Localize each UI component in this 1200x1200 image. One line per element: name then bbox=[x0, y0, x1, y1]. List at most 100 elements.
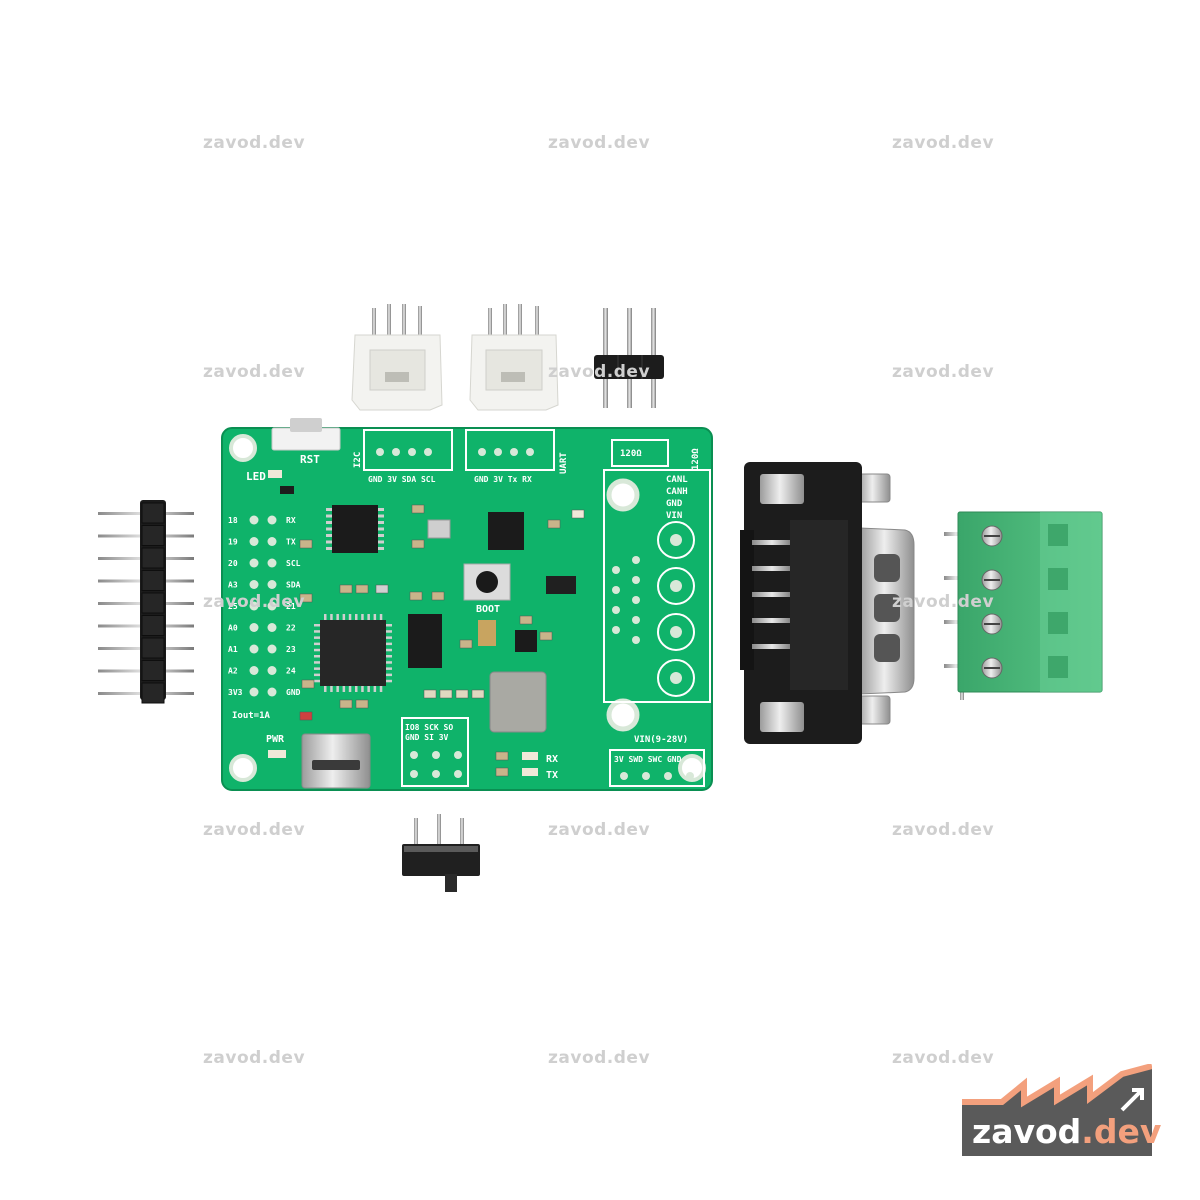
pad bbox=[267, 601, 277, 611]
pad bbox=[267, 666, 277, 675]
passive-component bbox=[339, 699, 353, 709]
ic-pin bbox=[361, 686, 364, 692]
pin-label: 20 bbox=[228, 559, 238, 568]
pad bbox=[249, 666, 259, 675]
header-segment bbox=[141, 525, 165, 546]
uart-label: UART bbox=[559, 452, 569, 474]
pin-label: A3 bbox=[228, 581, 238, 590]
pin-label: A2 bbox=[228, 667, 238, 676]
pin-label: RX bbox=[286, 516, 296, 525]
ic-pin bbox=[314, 642, 320, 646]
passive-component bbox=[431, 591, 445, 601]
passive-component bbox=[539, 631, 553, 641]
ic-pin bbox=[373, 686, 377, 692]
watermark: zavod.dev bbox=[203, 362, 306, 382]
terminal-pin bbox=[944, 576, 968, 580]
db9-pin bbox=[752, 644, 792, 649]
logo-suffix: .dev bbox=[1081, 1112, 1162, 1151]
pin-label: A1 bbox=[228, 645, 238, 654]
ic-pin bbox=[378, 540, 384, 544]
zavod-logo bbox=[962, 1064, 1152, 1156]
spi-bottom-label: GND SI 3V bbox=[405, 733, 449, 742]
pin-label: 23 bbox=[286, 645, 296, 654]
terminal-socket bbox=[1048, 568, 1068, 590]
terminal-socket bbox=[1048, 656, 1068, 678]
pad bbox=[267, 580, 277, 589]
watermark: zavod.dev bbox=[203, 820, 306, 840]
pad bbox=[249, 537, 259, 546]
passive-component bbox=[355, 584, 369, 594]
ic-pin bbox=[348, 686, 352, 692]
passive-component bbox=[459, 639, 473, 649]
ic-pin bbox=[367, 614, 370, 620]
pin-label: TX bbox=[286, 538, 296, 547]
pin-label: 25 bbox=[228, 602, 238, 611]
header-segment bbox=[141, 637, 165, 659]
ic-pin bbox=[326, 540, 332, 544]
vin-label: VIN bbox=[666, 511, 682, 521]
screw-terminal-block bbox=[944, 511, 1103, 700]
led-label: LED bbox=[246, 470, 266, 483]
ic-pin bbox=[379, 686, 383, 692]
slide-switch bbox=[402, 814, 480, 892]
pin-label: 24 bbox=[286, 667, 296, 676]
watermark: zavod.dev bbox=[892, 133, 995, 153]
ic-pin bbox=[373, 614, 377, 620]
arrow-icon bbox=[1120, 1088, 1144, 1112]
terminal-socket bbox=[1048, 612, 1068, 634]
pin-label: 18 bbox=[228, 516, 238, 525]
watermark: zavod.dev bbox=[203, 133, 306, 153]
passive-component bbox=[339, 584, 353, 594]
ic-pin bbox=[386, 624, 392, 627]
db9-pin bbox=[752, 566, 792, 571]
header-segment bbox=[141, 682, 165, 704]
boot-label: BOOT bbox=[476, 604, 500, 615]
watermark: zavod.dev bbox=[548, 820, 651, 840]
watermark: zavod.dev bbox=[548, 362, 651, 382]
ic-pin bbox=[314, 655, 320, 658]
r120-label: 120Ω bbox=[620, 449, 642, 459]
passive-component bbox=[455, 689, 469, 699]
terminal-socket bbox=[1048, 524, 1068, 546]
r120b-label: 120Ω bbox=[691, 448, 701, 470]
pad bbox=[249, 515, 259, 525]
canl-label: CANL bbox=[666, 475, 688, 485]
watermark: zavod.dev bbox=[892, 820, 995, 840]
ic-pin bbox=[314, 661, 320, 664]
watermark: zavod.dev bbox=[203, 1048, 306, 1068]
db9-pin bbox=[752, 540, 792, 545]
passive-component bbox=[301, 679, 315, 689]
ic-pin bbox=[314, 667, 320, 670]
ic-pin bbox=[378, 527, 384, 531]
ic-pin bbox=[386, 648, 392, 652]
ic-pin bbox=[386, 630, 392, 633]
ic-pin bbox=[326, 547, 332, 550]
passive-component bbox=[519, 615, 533, 625]
spi-top-label: IO8 SCK SO bbox=[405, 723, 453, 732]
pin-label: 19 bbox=[228, 538, 238, 547]
pin-label: SDA bbox=[286, 581, 301, 590]
ic-pin bbox=[379, 614, 383, 620]
ic-pin bbox=[378, 514, 384, 518]
ic-pin bbox=[386, 661, 392, 664]
watermark: zavod.dev bbox=[548, 133, 651, 153]
pad bbox=[249, 601, 259, 611]
ic-pin bbox=[378, 508, 384, 511]
ic-pin bbox=[326, 521, 332, 524]
ic-pin bbox=[314, 648, 320, 652]
passive-component bbox=[495, 751, 509, 761]
passive-component bbox=[409, 591, 423, 601]
db9-pin bbox=[752, 592, 792, 597]
jst-connector-uart bbox=[469, 304, 559, 411]
ic-pin bbox=[378, 534, 384, 537]
i2c-pins-label: GND 3V SDA SCL bbox=[368, 475, 436, 484]
header-segment bbox=[141, 502, 165, 524]
passive-component bbox=[299, 539, 313, 549]
watermark: zavod.dev bbox=[203, 592, 306, 612]
i2c-label: I2C bbox=[353, 452, 363, 468]
pin-label: A0 bbox=[228, 624, 238, 633]
pin-label: 3V3 bbox=[228, 688, 243, 697]
pad bbox=[267, 623, 277, 632]
pin-label: 22 bbox=[286, 624, 296, 633]
ic-pin bbox=[314, 624, 320, 627]
